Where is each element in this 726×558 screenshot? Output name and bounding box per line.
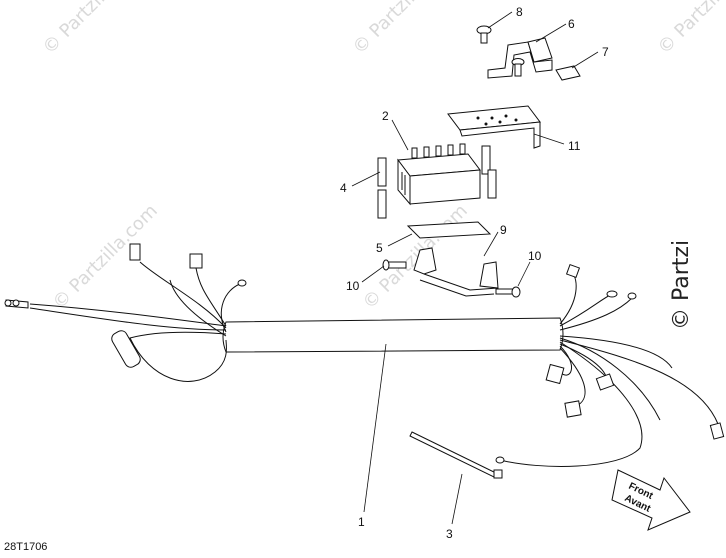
part-bracket-6[interactable] [487, 37, 553, 79]
watermark-2: © Partzilla.com [349, 0, 462, 59]
watermark-1: © Partzilla.com [39, 0, 152, 59]
callout-3[interactable]: 3 [446, 527, 453, 541]
watermark-3: © Partzilla.com [654, 0, 726, 59]
diagram-reference-code: 28T1706 [4, 541, 47, 553]
part-pad-5[interactable] [406, 221, 492, 239]
part-strap-9[interactable] [413, 247, 499, 297]
callout-7[interactable]: 7 [602, 45, 609, 59]
watermark-edge: © Partzi [669, 240, 694, 330]
part-tray-11[interactable] [447, 105, 541, 149]
part-battery-2[interactable] [397, 143, 481, 206]
front-direction-arrow: Front Avant [611, 469, 691, 531]
callout-6[interactable]: 6 [568, 17, 575, 31]
callout-2[interactable]: 2 [382, 109, 389, 123]
callout-10-left[interactable]: 10 [346, 279, 360, 293]
callout-5[interactable]: 5 [376, 241, 383, 255]
leader-lines [351, 11, 599, 525]
watermark-4: © Partzilla.com [49, 200, 162, 313]
part-bolt-10-right[interactable] [495, 286, 521, 298]
part-cable-tie-3[interactable] [409, 431, 503, 479]
callout-1[interactable]: 1 [358, 515, 365, 529]
callout-9[interactable]: 9 [500, 223, 507, 237]
part-foam-4[interactable] [377, 145, 497, 219]
callout-10-right[interactable]: 10 [528, 249, 542, 263]
part-harness-1[interactable] [4, 243, 725, 467]
part-screw-8[interactable] [476, 25, 492, 44]
part-pad-7[interactable] [555, 65, 581, 81]
watermark-5: © Partzilla.com [359, 200, 472, 313]
callout-4[interactable]: 4 [340, 181, 347, 195]
callout-8[interactable]: 8 [516, 5, 523, 19]
callout-11[interactable]: 11 [568, 139, 581, 153]
callouts: 8 6 7 2 11 4 9 5 10 10 1 3 [340, 5, 609, 541]
part-bolt-10-left[interactable] [382, 259, 407, 271]
